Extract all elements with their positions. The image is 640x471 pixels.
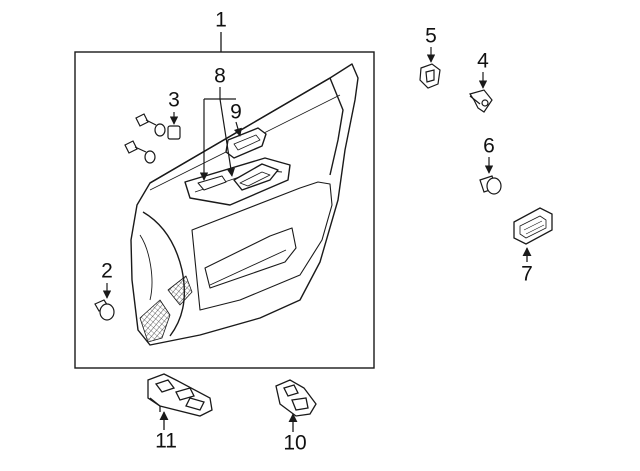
callout-6: 6 [483, 134, 495, 158]
window-switch-single [275, 379, 317, 432]
retainer-clip [469, 72, 493, 113]
leader-8-9 [199, 87, 242, 181]
window-switch-master [147, 373, 213, 430]
grommet [479, 157, 502, 195]
callout-10: 10 [283, 431, 307, 455]
callout-4: 4 [477, 49, 489, 73]
callout-9: 9 [230, 100, 242, 124]
callout-8: 8 [214, 64, 226, 88]
callout-7: 7 [521, 262, 533, 286]
callout-1: 1 [215, 8, 227, 32]
callout-5: 5 [425, 24, 437, 48]
assembly-frame [74, 51, 375, 369]
callout-3: 3 [168, 88, 180, 112]
callout-2: 2 [101, 259, 113, 283]
screw-and-nut [124, 112, 181, 164]
bezel [513, 207, 553, 262]
callout-11: 11 [155, 429, 177, 453]
push-clip [94, 283, 115, 321]
door-trim-panel [130, 63, 359, 346]
clip-nut [419, 47, 441, 89]
